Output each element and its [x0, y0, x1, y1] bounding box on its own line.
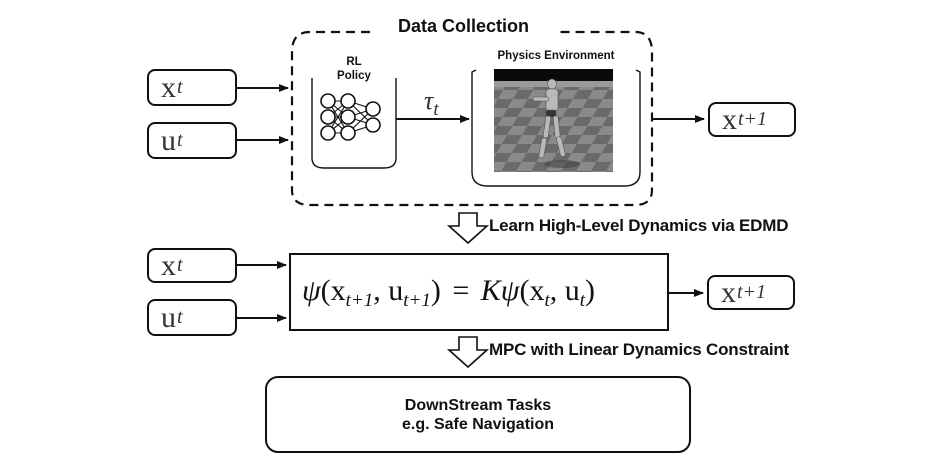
policy-label-line1: RL: [346, 56, 362, 68]
eq-lhs-x: x: [330, 274, 346, 307]
eq-equals: =: [452, 274, 470, 307]
input-ut-mid-sub: t: [177, 306, 183, 328]
torque-symbol: τ: [424, 86, 434, 115]
output-xt1-mid-sub: t+1: [737, 281, 767, 303]
eq-rhs-x: x: [529, 274, 545, 307]
eq-rhs-u: u: [564, 274, 580, 307]
downstream-line2: e.g. Safe Navigation: [401, 416, 555, 433]
input-xt-mid-sub: t: [177, 254, 183, 276]
policy-label: RL Policy: [312, 55, 396, 83]
downstream-box: [265, 376, 691, 453]
downstream-text: DownStream Tasks e.g. Safe Navigation: [266, 396, 690, 434]
step2-label: MPC with Linear Dynamics Constraint: [489, 340, 789, 359]
eq-operator: K: [480, 274, 501, 307]
torque-label: τt: [424, 86, 439, 121]
data-collection-title: Data Collection: [398, 16, 530, 36]
downstream-line1: DownStream Tasks: [404, 397, 552, 414]
torque-sub: t: [433, 99, 439, 120]
down-arrow-1: [446, 212, 490, 245]
input-xt-top-symbol: x: [161, 70, 176, 104]
policy-box: [311, 78, 397, 169]
eq-lhs-x-sub: t+1: [345, 290, 374, 311]
eq-lhs-u: u: [388, 274, 404, 307]
data-collection-border: [290, 30, 654, 207]
output-xt1-mid-symbol: x: [721, 275, 736, 309]
input-ut-top-sub: t: [177, 129, 183, 151]
equation-box: [289, 253, 669, 331]
input-xt-mid-symbol: x: [161, 248, 176, 282]
eq-rhs-x-sub: t: [544, 290, 550, 311]
eq-lhs-u-sub: t+1: [403, 290, 431, 311]
input-ut-mid-symbol: u: [161, 300, 176, 334]
output-xt1-top-sub: t+1: [738, 108, 768, 130]
eq-rhs-func: ψ: [500, 274, 520, 307]
eq-rhs-u-sub: t: [579, 290, 585, 311]
output-xt1-top-symbol: x: [722, 102, 737, 136]
down-arrow-2: [446, 336, 490, 369]
policy-label-line2: Policy: [337, 70, 371, 82]
input-ut-top-symbol: u: [161, 123, 176, 157]
input-xt-top-sub: t: [177, 76, 183, 98]
eq-lhs-func: ψ: [302, 274, 321, 307]
neural-network-icon: [320, 93, 381, 141]
koopman-equation: ψ(xt+1, ut+1) = Kψ(xt, ut): [302, 274, 595, 311]
step1-label: Learn High-Level Dynamics via EDMD: [489, 216, 789, 235]
humanoid-robot-simulation-image: [494, 69, 613, 172]
physics-box: [471, 69, 641, 187]
physics-label: Physics Environment: [497, 50, 615, 62]
